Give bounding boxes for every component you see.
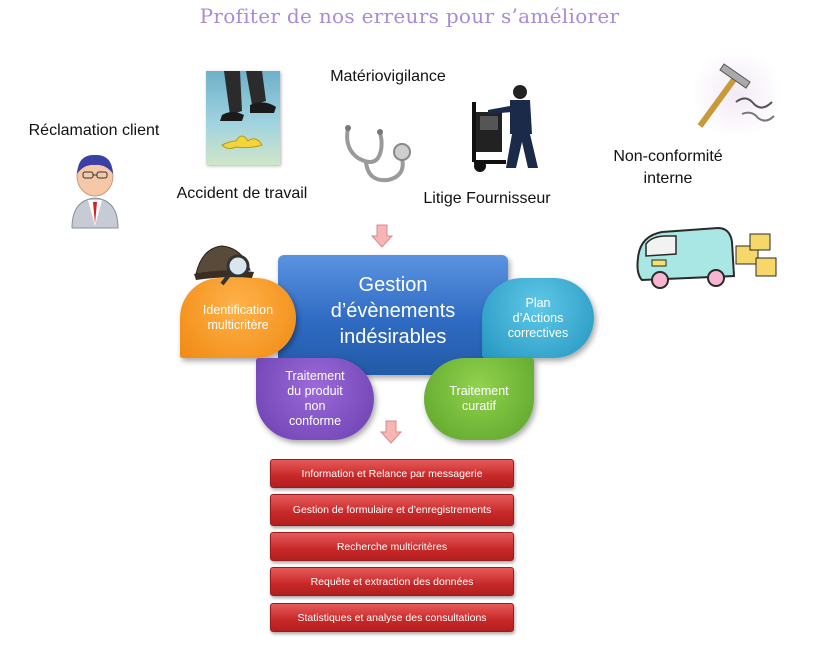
petal-produit-line3: non <box>304 399 326 413</box>
center-box <box>278 255 508 375</box>
petal-produit-line2: du produit <box>287 384 343 398</box>
petal-plan-line3: correctives <box>507 325 569 340</box>
center-line-2: d’évènements <box>330 300 456 322</box>
tool-information-relance: Information et Relance par messagerie <box>270 459 514 488</box>
petal-traitement-curatif: Traitement curatif <box>424 358 534 440</box>
label-materiovigilance: Matériovigilance <box>330 68 446 85</box>
detective-hat-icon <box>194 245 254 286</box>
arrow-down-icon <box>371 224 393 248</box>
center-line-3: indésirables <box>339 326 447 348</box>
van-icon <box>636 226 777 289</box>
hand-truck-icon <box>472 85 538 172</box>
petal-curatif-line2: curatif <box>461 399 497 413</box>
petal-identification-line2: multicritère <box>207 318 269 332</box>
tool-recherche: Recherche multicritères <box>270 532 514 561</box>
page-title: Profiter de nos erreurs pour s’améliorer <box>199 4 620 28</box>
petal-plan-line1: Plan <box>525 295 551 310</box>
center-line-1: Gestion <box>358 274 428 296</box>
petal-plan-actions: Plan d’Actions correctives <box>482 278 594 358</box>
tool-statistiques: Statistiques et analyse des consultation… <box>270 603 514 632</box>
label-non-conformite: Non-conformité interne <box>598 146 738 190</box>
petal-produit-line1: Traitement <box>285 369 345 383</box>
label-non-conformite-line2: interne <box>643 170 693 187</box>
center-title: Gestion d’évènements indésirables <box>278 272 508 350</box>
label-litige-fournisseur: Litige Fournisseur <box>423 190 551 207</box>
tool-requete: Requête et extraction des données <box>270 567 514 596</box>
person-icon <box>71 154 119 229</box>
petal-identification: Identification multicritère <box>180 278 296 358</box>
petal-identification-line1: Identification <box>202 303 274 317</box>
stethoscope-icon <box>345 125 411 183</box>
petal-plan-line2: d’Actions <box>512 310 564 325</box>
banana-peel-icon <box>206 71 280 165</box>
arrow-down-icon <box>380 420 402 444</box>
petal-curatif-line1: Traitement <box>449 384 509 398</box>
petal-produit-line4: conforme <box>288 414 342 428</box>
label-reclamation-client: Réclamation client <box>28 122 160 139</box>
label-non-conformite-line1: Non-conformité <box>613 148 723 165</box>
label-accident-travail: Accident de travail <box>176 185 308 202</box>
tool-gestion-formulaire: Gestion de formulaire et d’enregistremen… <box>270 494 514 526</box>
hammer-icon <box>692 54 782 134</box>
petal-traitement-produit: Traitement du produit non conforme <box>256 358 374 440</box>
